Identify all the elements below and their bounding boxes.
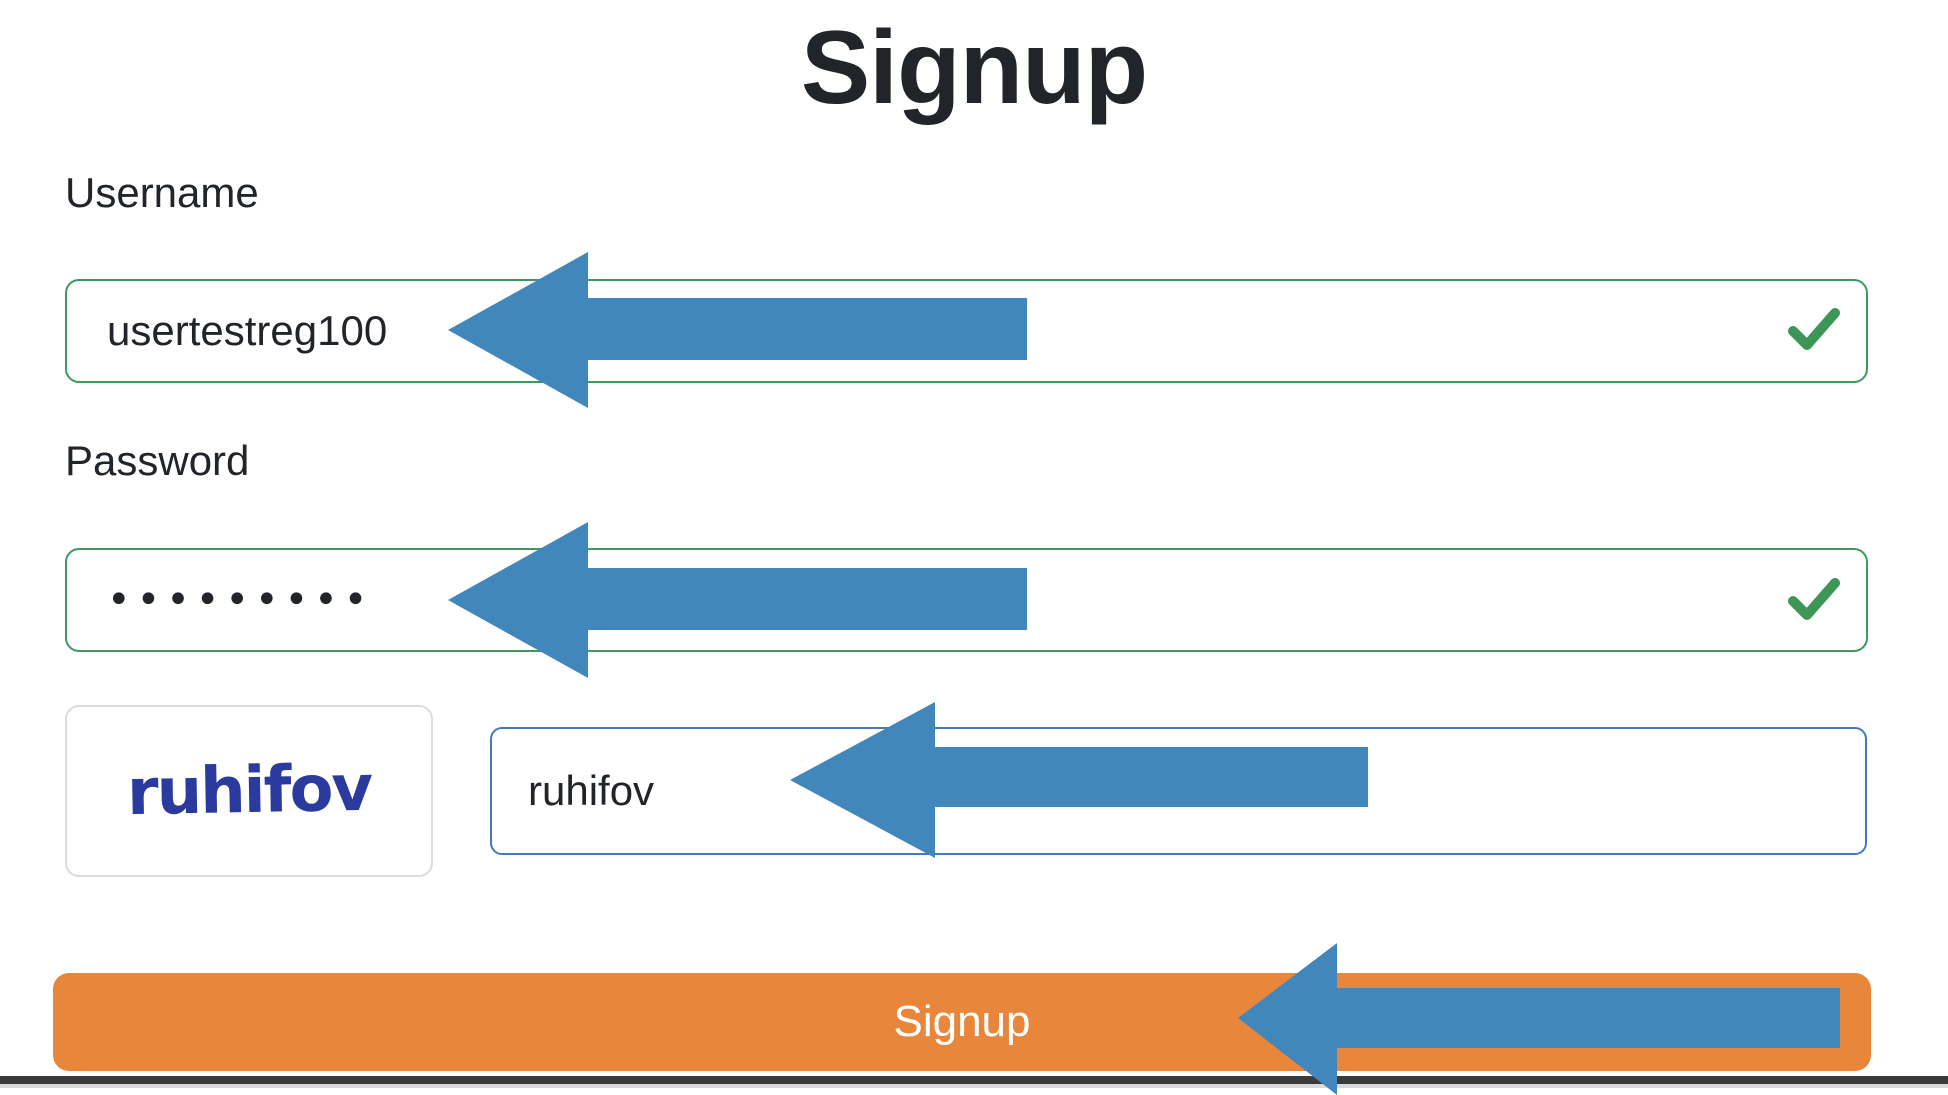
bottom-border-shadow bbox=[0, 1084, 1948, 1088]
captcha-image: ruhifov bbox=[65, 705, 433, 877]
username-valid-check-icon bbox=[1788, 306, 1840, 357]
page-title: Signup bbox=[800, 10, 1148, 126]
username-label: Username bbox=[65, 169, 259, 216]
password-label: Password bbox=[65, 437, 250, 484]
password-valid-check-icon bbox=[1788, 576, 1840, 627]
bottom-border bbox=[0, 1076, 1948, 1084]
signup-button[interactable]: Signup bbox=[53, 973, 1871, 1071]
captcha-image-text: ruhifov bbox=[126, 751, 372, 831]
username-input[interactable] bbox=[65, 279, 1868, 383]
password-input[interactable] bbox=[65, 548, 1868, 652]
captcha-input[interactable] bbox=[490, 727, 1867, 855]
